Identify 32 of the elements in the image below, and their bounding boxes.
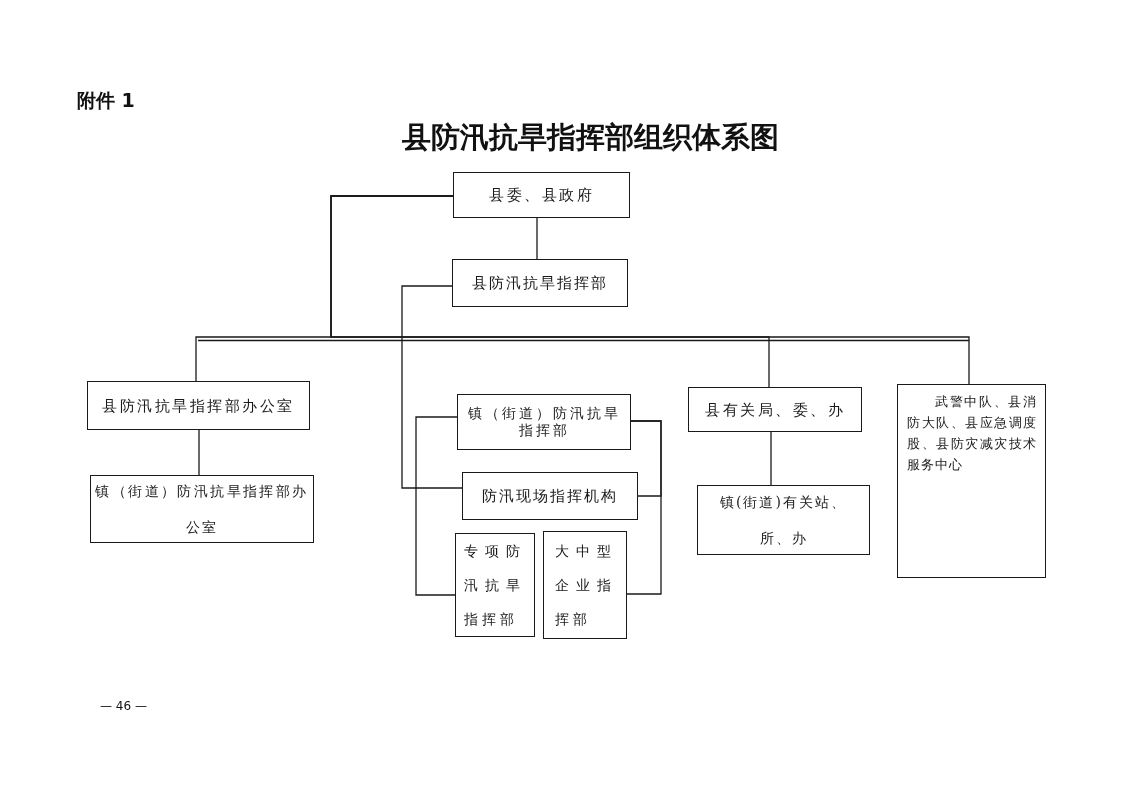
org-box	[455, 533, 535, 637]
box-label: 大中型企业指挥部	[555, 542, 615, 629]
connector-line	[770, 431, 772, 486]
box-label: 县有关局、委、办	[705, 399, 845, 420]
box-label: 防汛现场指挥机构	[482, 486, 618, 506]
org-box	[87, 381, 310, 430]
box-label: 镇（街道）防汛抗旱指挥部办公室	[94, 482, 310, 537]
org-box	[457, 394, 631, 450]
box-label: 镇(街道)有关站、所、办	[719, 493, 848, 548]
box-label: 专项防汛抗旱指挥部	[464, 542, 524, 629]
org-box	[688, 387, 862, 432]
org-box	[462, 472, 638, 520]
org-box	[543, 531, 627, 639]
diagram-title: 县防汛抗旱指挥部组织体系图	[401, 119, 779, 156]
org-box	[90, 475, 314, 543]
org-box	[697, 485, 870, 555]
page-number: — 46 —	[100, 699, 147, 714]
box-label: 县委、县政府	[489, 185, 594, 205]
box-label: 武警中队、县消防大队、县应急调度股、县防灾减灾技术服务中心	[907, 393, 1037, 474]
box-label: 县防汛抗旱指挥部办公室	[102, 395, 295, 416]
box-label: 县防汛抗旱指挥部	[472, 273, 608, 293]
connector-line	[330, 195, 970, 385]
connector-line	[198, 429, 200, 476]
org-box	[897, 384, 1046, 578]
org-box	[453, 172, 630, 218]
box-label: 镇（街道）防汛抗旱指挥部	[466, 405, 622, 439]
connector-line	[415, 416, 458, 596]
connector-line	[536, 217, 538, 260]
connector-line	[401, 285, 463, 489]
connector-line	[626, 420, 662, 595]
org-box	[452, 259, 628, 307]
attachment-label: 附件 1	[77, 89, 135, 112]
